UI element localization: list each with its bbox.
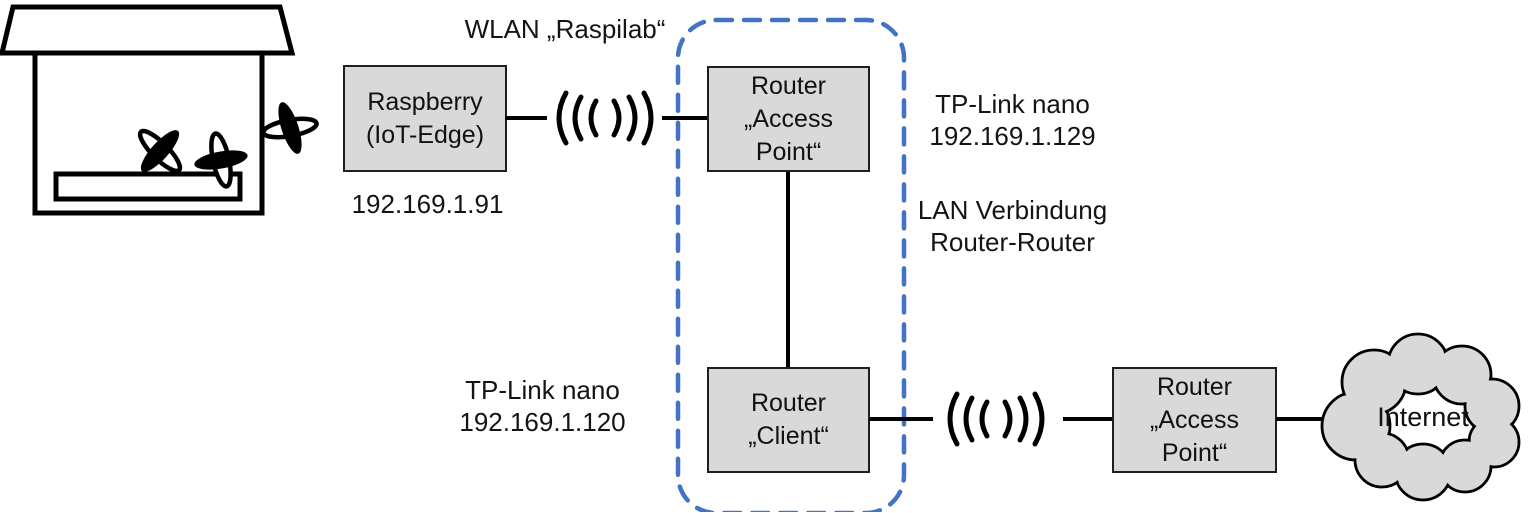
raspberry-ip-label: 192.169.1.91 <box>351 189 504 219</box>
lan-connection-line: LAN Verbindung <box>917 195 1108 225</box>
internet-cloud-icon: Internet <box>1320 332 1521 502</box>
wifi-signal-icon <box>556 90 654 146</box>
node-router-access-point-1: Router „Access Point“ <box>707 66 870 172</box>
node-label-line: Router <box>1156 372 1233 401</box>
node-label-line: „Access <box>1150 405 1239 434</box>
client-device-name: TP-Link nano <box>465 375 620 405</box>
connector-ap2-internet <box>1276 417 1322 421</box>
connector-ap1-client <box>786 172 790 368</box>
ap1-device-label: TP-Link nano 192.169.1.129 <box>905 88 1120 152</box>
house-board <box>53 171 243 202</box>
client-device-ip: 192.169.1.120 <box>459 407 626 437</box>
lan-connection-label: LAN Verbindung Router-Router <box>905 194 1120 258</box>
node-label-line: Router <box>750 71 827 100</box>
client-device-label: TP-Link nano 192.169.1.120 <box>435 374 650 438</box>
bee-icon <box>137 128 183 174</box>
house-roof <box>0 4 296 56</box>
ap1-device-name: TP-Link nano <box>935 89 1090 119</box>
connector-wifi-ap2 <box>1063 417 1113 421</box>
node-raspberry: Raspberry (IoT-Edge) <box>343 65 507 172</box>
node-label-line: Point“ <box>755 137 822 166</box>
wlan-network-label: WLAN „Raspilab“ <box>464 14 666 44</box>
bee-icon <box>194 131 248 189</box>
bee-icon <box>261 102 319 154</box>
internet-label: Internet <box>1377 402 1469 432</box>
router-group-outline <box>675 17 907 512</box>
node-label-line: (IoT-Edge) <box>365 120 485 149</box>
ap1-device-ip: 192.169.1.129 <box>929 121 1096 151</box>
wifi-signal-icon <box>947 391 1045 447</box>
node-router-client: Router „Client“ <box>707 367 870 473</box>
connector-raspberry-wifi <box>505 116 547 120</box>
node-label-line: „Access <box>744 104 833 133</box>
node-label-line: Point“ <box>1161 438 1228 467</box>
connector-client-wifi <box>869 417 933 421</box>
lan-connection-line: Router-Router <box>930 227 1095 257</box>
node-label-line: Router <box>750 389 827 417</box>
node-router-access-point-2: Router „Access Point“ <box>1112 367 1277 473</box>
node-label-line: Raspberry <box>367 87 483 116</box>
beehive-house-icon <box>0 4 319 216</box>
connector-wifi-ap1 <box>662 116 708 120</box>
node-label-line: „Client“ <box>748 422 829 450</box>
